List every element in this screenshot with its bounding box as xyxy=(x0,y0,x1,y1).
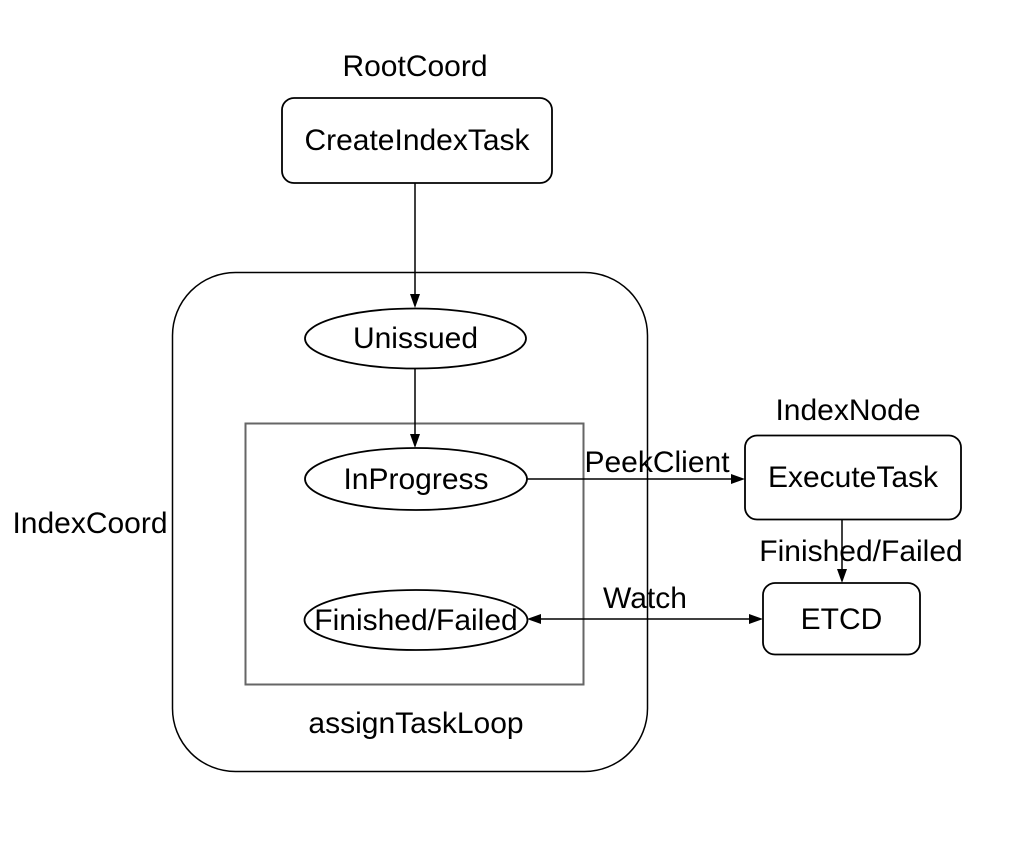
etcd-shape xyxy=(762,582,921,656)
finished-failed-shape xyxy=(303,589,529,651)
execute-task-shape xyxy=(744,434,962,521)
arrowhead-watch-right xyxy=(749,614,763,624)
unissued-shape xyxy=(304,307,527,370)
create-index-task-shape xyxy=(281,97,553,184)
arrowhead-create-to-unissued xyxy=(410,294,420,308)
arrowhead-unissued-to-inprogress xyxy=(410,434,420,448)
arrowhead-executetask-to-etcd xyxy=(837,569,847,583)
arrowhead-peekclient xyxy=(731,474,745,484)
in-progress-shape xyxy=(304,447,528,511)
arrowhead-watch-left xyxy=(527,614,541,624)
